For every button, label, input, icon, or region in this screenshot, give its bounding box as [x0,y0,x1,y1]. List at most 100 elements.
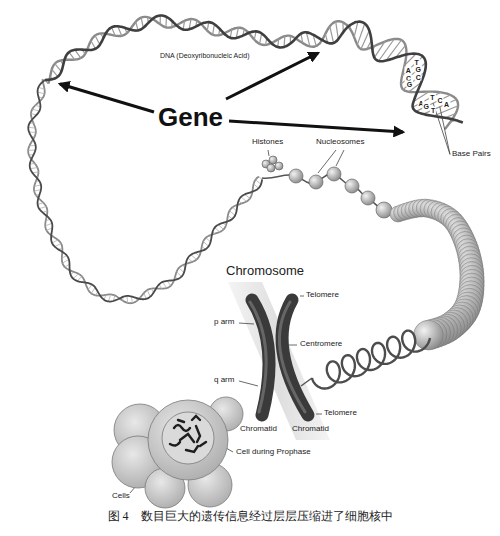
base-pair-rung [95,36,100,45]
nucleosome-bead [309,175,323,189]
base-pair-rung [45,223,52,226]
base-pair-rung [191,255,197,260]
nucleosome-bead [345,179,359,193]
chromosome-squiggle [180,434,194,442]
figure-caption: 图 4 数目巨大的遗传信息经过层层压缩进了细胞核中 [0,508,500,525]
gene-arrow [226,53,318,99]
nucleosome-bead [289,169,303,183]
chromosome-squiggle [192,416,200,420]
base-pair-rung [39,207,46,209]
base-pair-rung [179,268,184,273]
base-pair-rung [357,24,365,45]
chromosome-squiggle [200,442,206,446]
base-letter: A [443,100,450,107]
histone-bead [267,164,275,172]
part-label: q arm [214,376,234,385]
leader-line [300,296,304,297]
base-pair-rung [62,259,68,263]
gene-arrow [60,84,154,112]
base-pair-rung [306,32,309,46]
chromosome-figure [250,300,308,415]
part-label: Base Pairs [452,150,491,159]
dna-backbone [48,17,458,129]
part-label: Telomere [306,291,339,300]
chromosome-backdrop [228,282,330,440]
leader-line [316,414,322,415]
base-pair-rung [55,244,61,247]
base-letter: T [430,106,436,113]
base-pair-rung [136,22,138,31]
base-pair-rung [147,290,150,297]
leader-line [268,150,269,156]
base-pair-rung [260,33,262,43]
leader-lines [130,150,344,493]
gene-arrow [229,121,403,132]
base-pair-rung [301,34,303,44]
chromosome-squiggle [174,425,190,431]
base-pair-rung [177,272,182,277]
part-label: Centromere [300,340,342,349]
base-pair-rung [73,274,78,279]
histone-bead [275,162,283,170]
chromosome-squiggle [178,420,184,422]
base-pair-rung [30,168,37,169]
dna-double-helix [45,15,463,129]
histone-bead [269,156,277,164]
chromatid-highlight [250,302,266,412]
base-pair-rung [88,284,92,289]
base-pair-rung [69,52,75,59]
base-pair-rung [126,296,128,303]
nucleosome-string [289,167,392,218]
base-pair-rung [254,184,259,188]
base-pair-rung [108,294,110,301]
part-label: Cells [112,492,130,501]
base-letter: T [413,59,419,66]
base-pair-rung [141,18,143,28]
part-label: Histones [252,138,283,147]
dna-backbone [45,15,463,122]
base-letter: G [415,66,422,73]
base-pair-rung [203,241,208,246]
chromosome-squiggle [170,442,180,446]
base-pair-rung [213,24,215,34]
base-pair-rung [215,228,220,232]
base-pair-rung [330,26,334,43]
part-label: Nucleosomes [316,138,364,147]
base-pair-rung [91,41,95,49]
nucleosome-bead [376,202,392,218]
base-pair-rung [28,127,35,129]
base-pair-rung [55,64,62,72]
base-pair-rung [163,282,167,288]
base-pair-rung [52,240,58,243]
leader-line [239,381,258,386]
base-pair-rung [91,287,95,293]
base-pair-rung [32,109,39,111]
chromatin-fiber [390,199,484,350]
base-pair-rung [255,180,261,185]
leader-line [440,107,450,155]
base-letter: G [423,103,430,110]
base-pair-rung [52,69,58,76]
cell-nucleus [162,412,214,464]
fiber-bead [414,320,444,350]
base-pair-rung [218,225,223,230]
chromosome-squiggle [196,426,200,442]
prophase-cell [148,400,228,480]
part-label: Chromatid [240,425,277,434]
base-letter: C [415,74,422,81]
part-label: Gene [158,103,223,132]
chromosome-squiggle [186,446,198,452]
base-pair-rung [75,50,81,58]
nucleosome-bead [327,167,341,181]
base-pair-rung [229,211,235,216]
base-letter: G [406,81,413,88]
dna-backbone [28,79,259,303]
base-letter: A [405,66,412,73]
part-label: p arm [214,318,234,327]
leader-line [288,345,297,346]
base-pair-rung [38,87,44,89]
part-label: Cell during Prophase [236,448,311,457]
part-label: DNA (Deoxyribonucleic Acid) [160,52,249,60]
leader-line [239,323,254,324]
base-pair-rung [112,27,116,35]
